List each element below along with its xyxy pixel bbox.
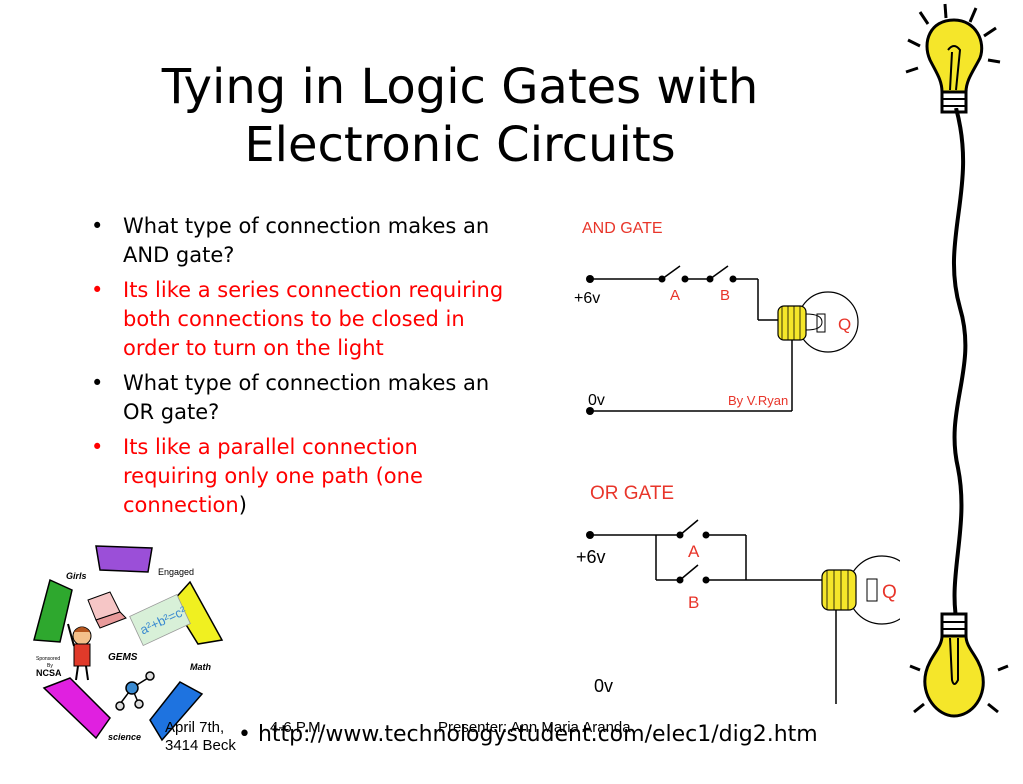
- bulb-cord: [952, 108, 968, 628]
- footer-presenter: Presenter: Ann Maria Aranda: [438, 719, 631, 736]
- and-switch-a-lever: [661, 265, 681, 280]
- logo-science: science: [108, 732, 141, 742]
- and-ground-label: 0v: [588, 392, 605, 409]
- or-ground-label: 0v: [594, 676, 613, 696]
- molecule-icon: [115, 671, 155, 711]
- bullet-item: What type of connection makes an OR gate…: [85, 369, 505, 427]
- bullet-suffix: ): [238, 493, 247, 517]
- logo-ring-green: [33, 578, 73, 643]
- source-url-link[interactable]: • http://www.technologystudent.com/elec1…: [238, 722, 818, 747]
- or-lamp-filament: [866, 578, 878, 602]
- logo-engaged: Engaged: [158, 567, 194, 577]
- footer-room: 3414 Beck: [165, 737, 236, 754]
- girl-figure-icon: [67, 623, 92, 681]
- source-url[interactable]: http://www.technologystudent.com/elec1/d…: [257, 722, 818, 747]
- footer-date-block: April 7th, 3414 Beck: [165, 719, 236, 755]
- or-switch-b-label: B: [688, 593, 699, 612]
- and-lamp-filament: [805, 313, 823, 331]
- logo-ring-purple: [95, 545, 153, 573]
- gems-logo: Girls Engaged Math science Sponsored By …: [33, 545, 224, 742]
- bullet-item: What type of connection makes an AND gat…: [85, 212, 505, 270]
- title-line-1: Tying in Logic Gates with: [161, 59, 759, 115]
- and-switch-b-lever: [709, 265, 729, 280]
- bullet-list: What type of connection makes an AND gat…: [85, 212, 505, 526]
- bullet-item: Its like a series connection requiring b…: [85, 276, 505, 363]
- slide-title: Tying in Logic Gates with Electronic Cir…: [60, 58, 860, 174]
- and-switch-a-label: A: [670, 287, 680, 304]
- logo-ring-blue: [149, 681, 204, 742]
- and-gate-label: AND GATE: [582, 220, 663, 237]
- footer-date: April 7th,: [165, 719, 225, 736]
- or-output-label: Q: [882, 582, 897, 603]
- or-gate-diagram: OR GATE +6v A B Q 0v: [576, 483, 900, 704]
- laptop-icon: [87, 591, 127, 629]
- or-gate-label: OR GATE: [590, 483, 674, 504]
- logo-ring-yellow: [171, 580, 224, 645]
- logo-math: Math: [190, 662, 211, 672]
- logo-by: By: [47, 663, 53, 669]
- and-ground-terminal: [586, 407, 594, 415]
- logo-ring-magenta: [42, 677, 111, 740]
- logo-girls: Girls: [66, 571, 87, 581]
- lightbulb-icon: [909, 612, 1009, 718]
- or-switch-a-lever: [679, 519, 699, 536]
- and-credit-label: By V.Ryan: [728, 393, 788, 408]
- bullet-item: Its like a parallel connection requiring…: [85, 433, 505, 520]
- or-lamp-base: [821, 569, 857, 611]
- logo-gems: GEMS: [108, 652, 138, 663]
- and-gate-diagram: AND GATE +6v A B Q 0v By V.Ryan: [574, 220, 859, 415]
- or-voltage-label: +6v: [576, 547, 606, 567]
- or-switch-b-lever: [679, 564, 699, 581]
- footer-time: 4-6 P.M.: [270, 719, 325, 736]
- logo-sponsored: Sponsored: [36, 656, 60, 662]
- circuit-diagrams: AND GATE +6v A B Q 0v By V.Ryan OR GATE: [574, 220, 900, 704]
- lightbulb-icon: [905, 3, 1001, 114]
- or-switch-a-label: A: [688, 542, 700, 561]
- title-line-2: Electronic Circuits: [244, 117, 676, 173]
- logo-ncsa: NCSA: [36, 668, 62, 678]
- and-voltage-label: +6v: [574, 290, 600, 307]
- and-output-label: Q: [838, 315, 851, 334]
- and-switch-b-label: B: [720, 287, 730, 304]
